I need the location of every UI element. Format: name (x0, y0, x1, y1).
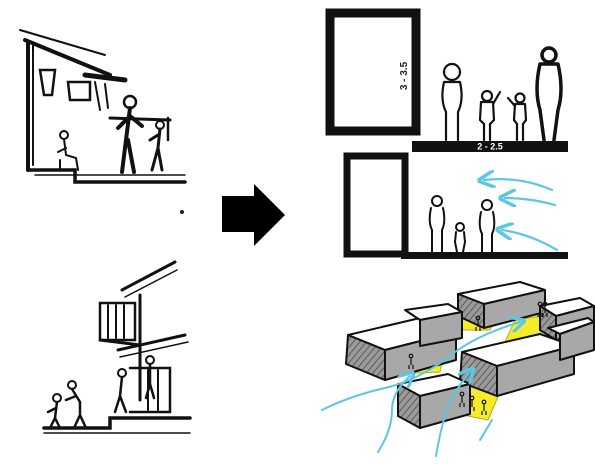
wind-arrow-icon (480, 420, 492, 440)
wind-arrow-icon (505, 198, 555, 205)
section-with-dimensions: 3 - 3.5 2 - 2.5 (330, 13, 568, 152)
transform-arrow-icon (222, 184, 285, 246)
wind-arrow-icon (484, 179, 552, 190)
stray-dot (180, 210, 184, 214)
sketch-house-overhang (20, 30, 185, 182)
person-figure (430, 196, 445, 252)
block-cluster-diagram (322, 282, 594, 456)
ground-slab-middle (401, 252, 568, 259)
person-figure (480, 200, 495, 252)
building-block (460, 334, 574, 396)
person-figure (508, 94, 526, 141)
person-figure (455, 223, 465, 252)
width-dimension-label: 2 - 2.5 (477, 142, 503, 152)
section-with-wind (347, 156, 568, 259)
person-figure (442, 64, 461, 140)
height-dimension-label: 3 - 3.5 (399, 61, 410, 90)
sketch-house-balconies (44, 262, 190, 433)
person-figure (480, 91, 500, 140)
wind-arrow-icon (502, 230, 557, 250)
person-figure (537, 48, 561, 140)
building-block (398, 374, 470, 428)
small-frame (347, 156, 405, 254)
